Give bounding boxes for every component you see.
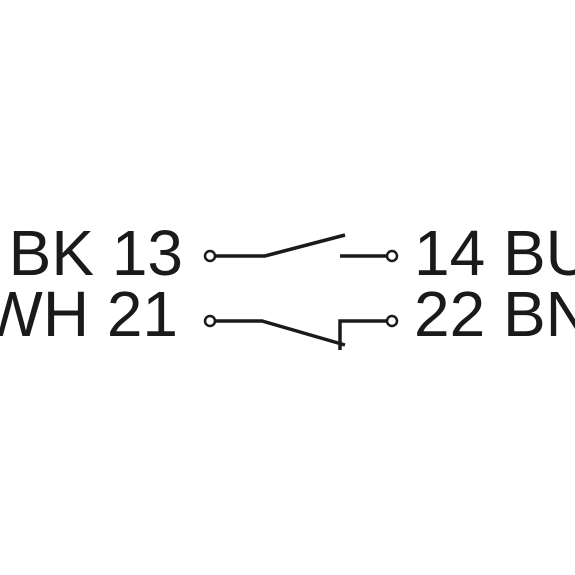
nc-contact-fixed — [338, 319, 387, 350]
left-terminal-label-bk13: BK 13 — [9, 217, 183, 289]
contact-row-no: BK 13 14 BU — [9, 217, 575, 289]
right-terminal-label-14bu: 14 BU — [414, 217, 575, 289]
right-terminal-label-22bn: 22 BN — [414, 278, 575, 350]
terminal-14-icon — [385, 249, 399, 263]
terminal-13-icon — [203, 249, 217, 263]
contact-row-nc: WH 21 22 BN — [0, 278, 575, 350]
left-terminal-label-wh21: WH 21 — [0, 278, 178, 350]
terminal-22-icon — [385, 314, 399, 328]
no-contact-lever — [215, 233, 346, 258]
nc-contact-lever — [215, 319, 346, 347]
terminal-21-icon — [203, 314, 217, 328]
